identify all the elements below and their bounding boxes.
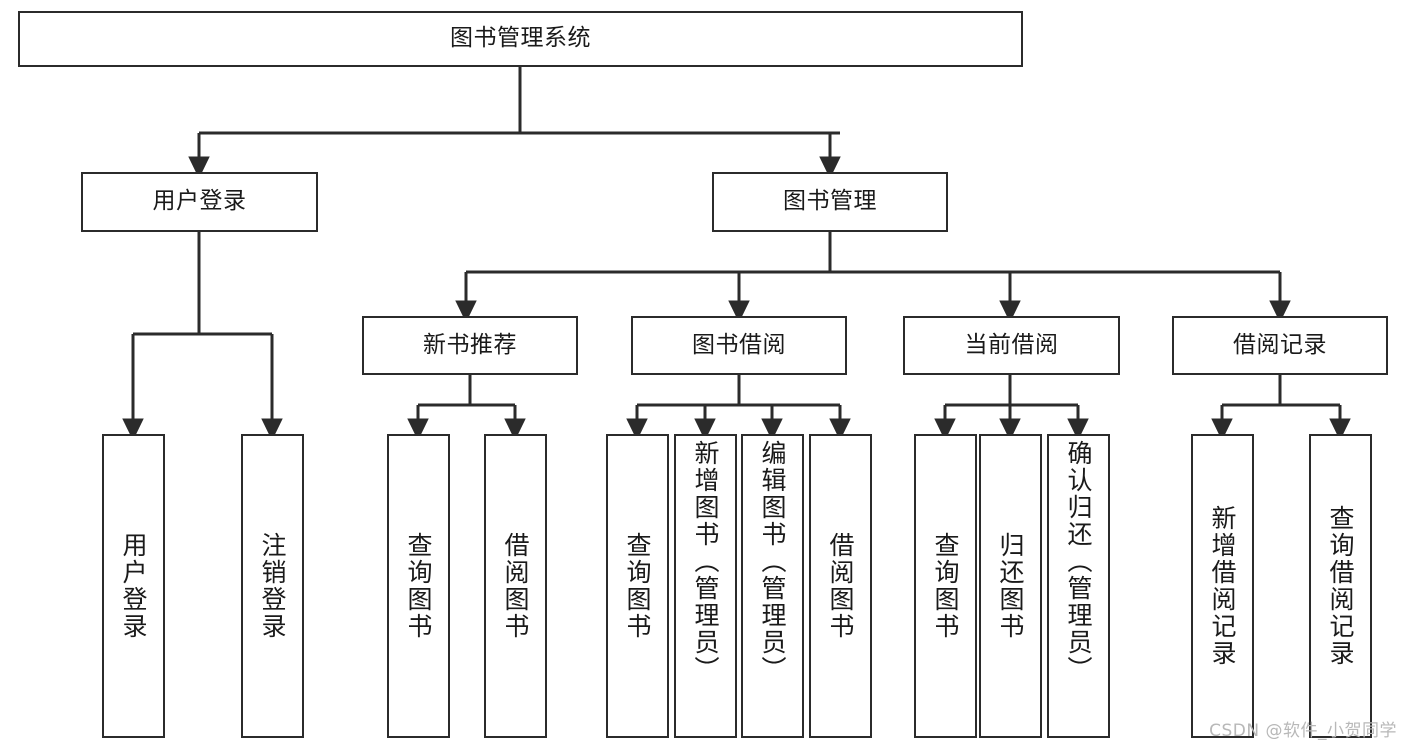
node-borrow-record[interactable]: 借阅记录 [1172, 316, 1388, 375]
node-book-borrow-label: 图书借阅 [692, 331, 786, 358]
node-leaf-record-query[interactable]: 查询借阅记录 [1309, 434, 1372, 738]
node-user-login-label: 用户登录 [152, 188, 247, 215]
watermark-text: CSDN @软件_小贺同学 [1209, 721, 1397, 741]
node-book-manage-label: 图书管理 [783, 188, 877, 215]
node-leaf-record-query-label: 查询借阅记录 [1326, 505, 1355, 667]
node-leaf-current-confirm-label: 确认归还（管理员） [1064, 440, 1093, 683]
node-leaf-borrow-lend[interactable]: 借阅图书 [809, 434, 872, 738]
node-root[interactable]: 图书管理系统 [18, 11, 1023, 67]
node-current-borrow-label: 当前借阅 [964, 331, 1059, 358]
node-current-borrow[interactable]: 当前借阅 [903, 316, 1120, 375]
node-leaf-rec-query[interactable]: 查询图书 [387, 434, 450, 738]
node-leaf-current-return[interactable]: 归还图书 [979, 434, 1042, 738]
node-leaf-borrow-lend-label: 借阅图书 [826, 532, 855, 640]
node-leaf-user-login-label: 用户登录 [119, 532, 148, 640]
node-leaf-record-add[interactable]: 新增借阅记录 [1191, 434, 1254, 738]
node-leaf-rec-borrow[interactable]: 借阅图书 [484, 434, 547, 738]
node-book-manage[interactable]: 图书管理 [712, 172, 948, 232]
node-leaf-current-return-label: 归还图书 [996, 532, 1025, 640]
node-leaf-user-logout[interactable]: 注销登录 [241, 434, 304, 738]
node-leaf-user-login[interactable]: 用户登录 [102, 434, 165, 738]
node-leaf-borrow-edit-label: 编辑图书（管理员） [758, 440, 787, 683]
node-root-label: 图书管理系统 [450, 25, 591, 52]
node-leaf-rec-borrow-label: 借阅图书 [501, 532, 530, 640]
node-user-login[interactable]: 用户登录 [81, 172, 318, 232]
node-leaf-rec-query-label: 查询图书 [404, 532, 433, 640]
node-new-book-rec[interactable]: 新书推荐 [362, 316, 578, 375]
node-leaf-borrow-query[interactable]: 查询图书 [606, 434, 669, 738]
node-leaf-current-confirm[interactable]: 确认归还（管理员） [1047, 434, 1110, 738]
node-borrow-record-label: 借阅记录 [1233, 331, 1327, 358]
node-leaf-borrow-query-label: 查询图书 [623, 532, 652, 640]
node-leaf-borrow-add-label: 新增图书（管理员） [691, 440, 720, 683]
node-leaf-record-add-label: 新增借阅记录 [1208, 505, 1237, 667]
node-book-borrow[interactable]: 图书借阅 [631, 316, 847, 375]
node-leaf-borrow-add[interactable]: 新增图书（管理员） [674, 434, 737, 738]
node-new-book-rec-label: 新书推荐 [423, 331, 517, 358]
node-leaf-borrow-edit[interactable]: 编辑图书（管理员） [741, 434, 804, 738]
node-leaf-user-logout-label: 注销登录 [258, 532, 287, 640]
node-leaf-current-query-label: 查询图书 [931, 532, 960, 640]
node-leaf-current-query[interactable]: 查询图书 [914, 434, 977, 738]
